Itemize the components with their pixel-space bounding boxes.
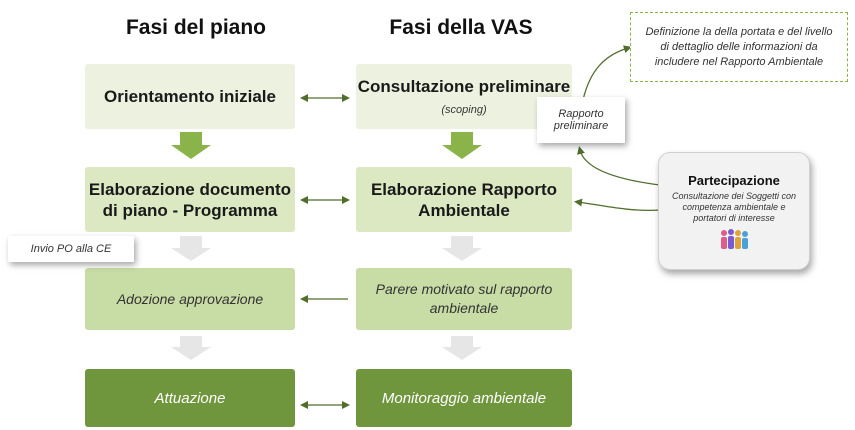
down-arrow-piano-3 [171,336,211,360]
piano-step-adozione-label: Adozione approvazione [116,290,264,307]
definizione-line1: Definizione la della portata e del livel… [645,25,833,38]
vas-step-monitoraggio-label: Monitoraggio ambientale [381,389,547,407]
partecipazione-box: Partecipazione Consultazione dei Soggett… [658,152,810,270]
definizione-line3: includere nel Rapporto Ambientale [654,55,824,68]
down-arrow-piano-1 [171,132,211,159]
piano-step-adozione: Adozione approvazione [85,268,295,330]
piano-step-elaborazione-line1: Elaborazione documento [88,179,292,199]
vas-step-consultazione: Consultazione preliminare (scoping) [356,64,572,129]
invio-po-note: Invio PO alla CE [8,236,134,262]
vas-step-consultazione-sub: (scoping) [441,104,487,116]
people-group-icon [721,229,748,249]
vas-step-parere-line2: ambientale [429,300,499,316]
heading-fasi-piano: Fasi del piano [125,16,267,39]
rapporto-preliminare-note: Rapporto preliminare [537,97,625,143]
vas-step-parere: Parere motivato sul rapporto ambientale [356,268,572,330]
curve-part-to-rapporto [577,146,661,186]
piano-step-elaborazione: Elaborazione documento di piano - Progra… [85,167,295,232]
vas-step-elaborazione-rapporto: Elaborazione Rapporto Ambientale [356,167,572,232]
down-arrow-piano-2 [171,236,211,261]
partecipazione-line1: Consultazione dei Soggetti con [671,191,797,201]
definizione-line2: di dettaglio delle informazioni da [660,40,818,53]
heading-fasi-vas: Fasi della VAS [389,16,533,39]
vas-step-elaborazione-line2: Ambientale [418,200,510,220]
definizione-note: Definizione la della portata e del livel… [630,12,848,82]
partecipazione-title: Partecipazione [688,173,780,188]
vas-step-consultazione-title: Consultazione preliminare [357,77,571,96]
partecipazione-line2: competenza ambientale e [682,202,786,212]
rapporto-preliminare-line2: preliminare [553,120,609,132]
rapporto-preliminare-line1: Rapporto [558,108,604,120]
vas-step-monitoraggio: Monitoraggio ambientale [356,369,572,427]
partecipazione-line3: portatori di interesse [693,213,775,223]
invio-po-label: Invio PO alla CE [30,243,112,255]
curve-to-definizione [582,45,632,101]
down-arrow-vas-1 [442,132,482,159]
vas-step-elaborazione-line1: Elaborazione Rapporto [370,179,558,199]
vas-step-parere-line1: Parere motivato sul rapporto [375,281,553,297]
piano-step-attuazione: Attuazione [85,369,295,427]
piano-step-elaborazione-line2: di piano - Programma [102,200,278,220]
piano-step-orientamento: Orientamento iniziale [85,64,295,129]
down-arrow-vas-3 [442,336,482,360]
piano-step-orientamento-label: Orientamento iniziale [104,87,276,106]
down-arrow-vas-2 [442,236,482,261]
curve-part-to-elaborazione [574,198,661,211]
partecipazione-body: Consultazione dei Soggetti con competenz… [659,191,809,224]
piano-step-attuazione-label: Attuazione [154,389,226,407]
